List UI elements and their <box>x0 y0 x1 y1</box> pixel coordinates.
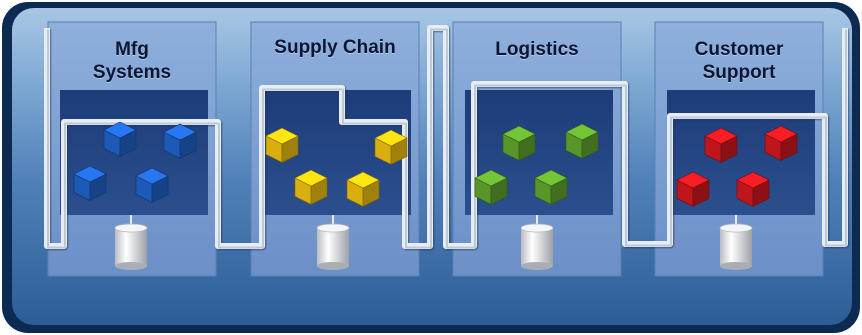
title-line: Customer Support <box>694 39 784 83</box>
cube-group-support <box>676 125 798 207</box>
database-cylinder-icon <box>114 215 148 270</box>
cube-group-supply <box>265 127 408 207</box>
cube-icon <box>346 171 380 207</box>
database-cylinder-icon <box>719 215 753 270</box>
cube-icon <box>374 129 408 165</box>
cube-icon <box>73 165 107 201</box>
cube-icon <box>502 125 536 161</box>
cube-icon <box>534 169 568 205</box>
panel-title-logistics: Logistics <box>453 38 621 61</box>
cube-icon <box>764 125 798 161</box>
cube-icon <box>103 121 137 157</box>
cube-icon <box>704 127 738 163</box>
cube-icon <box>135 167 169 203</box>
database-cylinder-icon <box>316 215 350 270</box>
cube-group-logistics <box>474 123 599 205</box>
cube-icon <box>736 171 770 207</box>
cube-icon <box>474 169 508 205</box>
title-line: Mfg Systems <box>92 39 172 83</box>
cube-icon <box>294 169 328 205</box>
title-line: Supply Chain <box>274 37 396 58</box>
panel-title-supply-chain: Supply Chain <box>251 36 419 59</box>
panel-title-mfg: Mfg Systems <box>48 38 216 84</box>
cube-icon <box>676 171 710 207</box>
title-line: Logistics <box>495 39 579 60</box>
cube-group-mfg <box>73 121 197 203</box>
cube-icon <box>265 127 299 163</box>
cube-icon <box>565 123 599 159</box>
panel-title-customer-support: Customer Support <box>655 38 823 84</box>
database-cylinder-icon <box>520 215 554 270</box>
cube-icon <box>163 123 197 159</box>
